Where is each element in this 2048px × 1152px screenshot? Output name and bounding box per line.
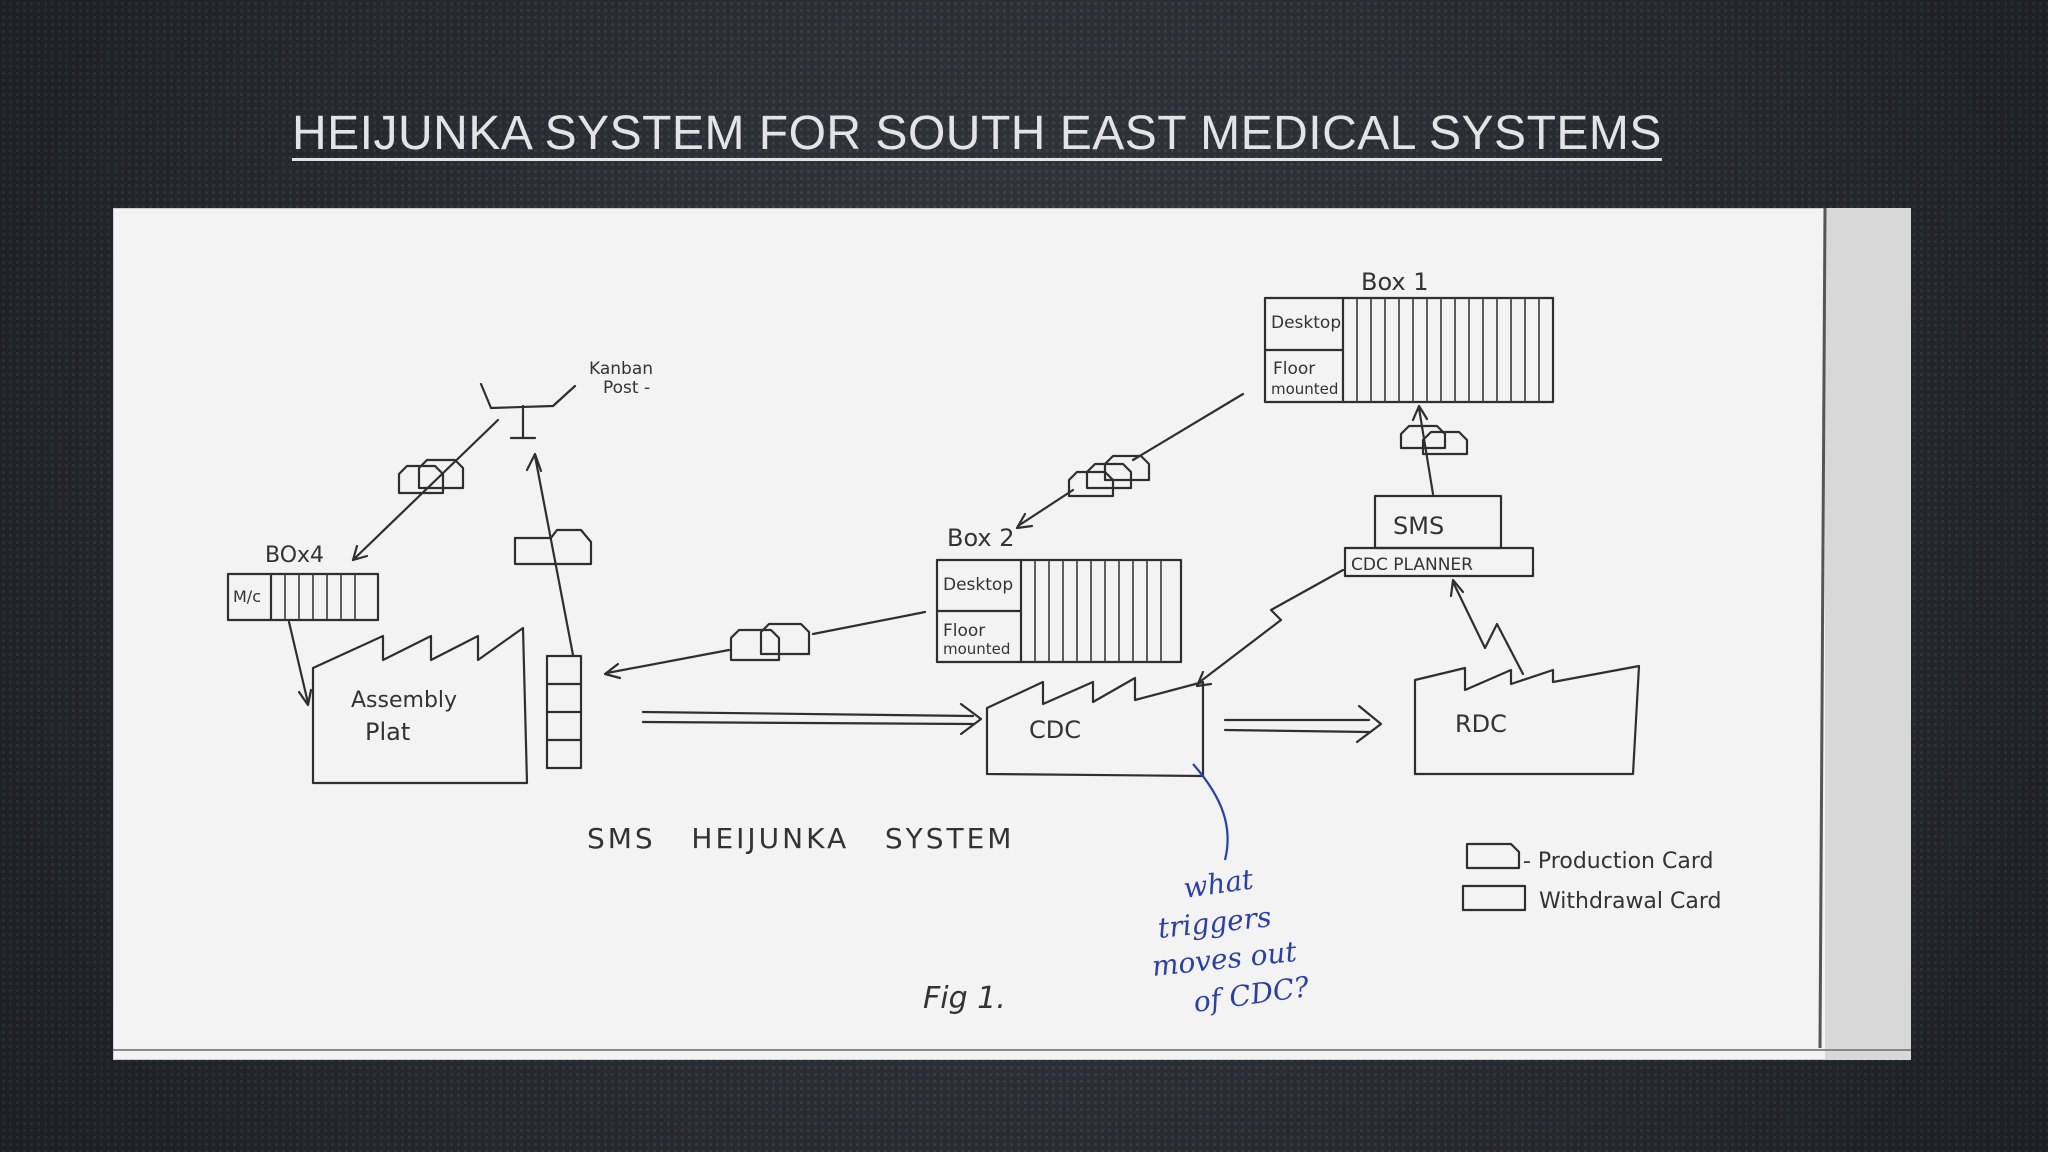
withdrawal-card-legend-icon xyxy=(1461,884,1527,912)
diagram-caption: SMS HEIJUNKA SYSTEM xyxy=(587,822,1014,855)
box1-row1-label: Desktop xyxy=(1271,313,1341,333)
legend: - Production Card Withdrawal Card xyxy=(1461,842,1722,914)
box1-row2a-label: Floor xyxy=(1273,359,1315,379)
box2-label: Box 2 xyxy=(947,524,1015,552)
box1-row2b-label: mounted xyxy=(1271,380,1338,398)
withdrawal-card-pair-lower xyxy=(729,622,811,662)
info-flow-rdc-planner xyxy=(1451,580,1525,676)
heijunka-diagram: Kanban Post - BOx4 M/c xyxy=(113,208,1911,1060)
withdrawal-card-pair-sms xyxy=(1399,424,1469,456)
note-line-1: what xyxy=(1181,862,1256,905)
cdc-planner-label: CDC PLANNER xyxy=(1351,555,1473,575)
box4-row-label: M/c xyxy=(233,587,261,606)
withdrawal-card-stack-upper xyxy=(1067,454,1151,498)
box4-label: BOx4 xyxy=(265,543,324,568)
flow-arrow-plant-cdc xyxy=(641,702,983,736)
production-card-legend-icon xyxy=(1465,842,1521,870)
handwritten-note: what triggers moves out of CDC? xyxy=(1150,763,1312,1019)
kanban-post: Kanban Post - xyxy=(479,359,653,440)
sms-block: SMS CDC PLANNER xyxy=(1343,494,1535,578)
figure-label: Fig 1. xyxy=(923,981,1006,1016)
flow-arrow-cdc-rdc xyxy=(1223,704,1383,744)
rdc-label: RDC xyxy=(1455,710,1507,738)
kanban-post-label: Kanban xyxy=(589,359,653,379)
box1-heijunka: Box 1 Desktop Floor mounted xyxy=(1263,268,1555,404)
assembly-plant: Assembly Plat xyxy=(311,626,529,785)
assembly-plant-label-2: Plat xyxy=(365,718,410,746)
slide-title: HEIJUNKA SYSTEM FOR SOUTH EAST MEDICAL S… xyxy=(292,107,1662,160)
box2-heijunka: Box 2 Desktop Floor mounted xyxy=(935,524,1183,664)
info-flow-planner-cdc xyxy=(1195,568,1345,686)
box1-label: Box 1 xyxy=(1361,268,1429,296)
sms-label: SMS xyxy=(1393,512,1444,540)
production-card-single xyxy=(513,528,593,566)
box2-row2b-label: mounted xyxy=(943,640,1010,658)
box2-row1-label: Desktop xyxy=(943,575,1013,595)
cdc-label: CDC xyxy=(1029,716,1081,744)
card-rack xyxy=(545,654,583,770)
sketch-image: Kanban Post - BOx4 M/c xyxy=(113,208,1911,1060)
legend-withdrawal-card: Withdrawal Card xyxy=(1539,889,1722,914)
note-line-4: of CDC? xyxy=(1191,970,1312,1019)
box2-row2a-label: Floor xyxy=(943,621,985,641)
assembly-plant-label-1: Assembly xyxy=(351,688,457,713)
production-card-pair xyxy=(397,458,465,495)
box4-heijunka: BOx4 M/c xyxy=(226,543,380,622)
rdc-building: RDC xyxy=(1413,664,1641,776)
cdc-building: CDC xyxy=(985,676,1205,778)
kanban-post-label-2: Post - xyxy=(603,378,650,398)
legend-production-card: - Production Card xyxy=(1523,849,1713,874)
